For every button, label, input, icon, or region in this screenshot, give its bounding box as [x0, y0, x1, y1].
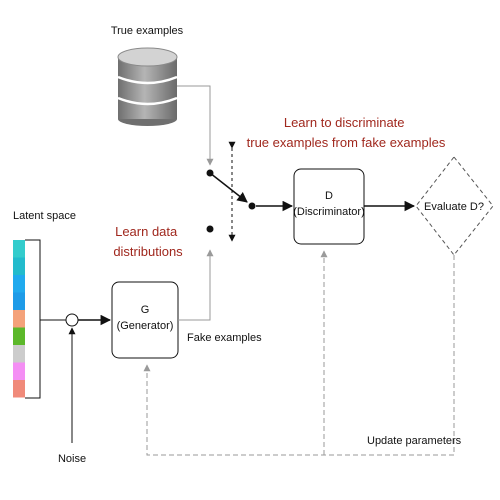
true-examples-label: True examples: [111, 25, 184, 37]
discriminator-subtitle: (Discriminator): [293, 206, 365, 218]
noise-junction: [65, 313, 79, 327]
learn-distributions-annotation: Learn data distributions: [113, 224, 183, 259]
latent-space-label: Latent space: [13, 210, 76, 222]
latent-cell: [13, 310, 25, 328]
update-feedback-loop: [143, 255, 455, 456]
fake-examples-line: [178, 249, 214, 321]
switch-lever: [209, 172, 248, 203]
latent-cell: [13, 257, 25, 275]
latent-cell: [13, 380, 25, 398]
learn-distributions-line-2: distributions: [113, 244, 183, 259]
generator-subtitle: (Generator): [117, 320, 174, 332]
latent-cell: [13, 292, 25, 310]
latent-cell: [13, 327, 25, 345]
learn-discriminate-line-1: Learn to discriminate: [284, 115, 405, 130]
latent-space-bracket: [25, 239, 41, 399]
evaluate-label: Evaluate D?: [424, 201, 484, 213]
true-examples-line: [177, 85, 214, 166]
noise-label: Noise: [58, 453, 86, 465]
database-icon: [117, 47, 178, 126]
evaluate-decision: [415, 156, 494, 256]
latent-cell: [13, 275, 25, 293]
discriminator-title: D: [325, 190, 333, 202]
latent-cell: [13, 345, 25, 363]
switch-fake-contact: [206, 225, 214, 233]
update-parameters-label: Update parameters: [367, 435, 462, 447]
latent-cell: [13, 240, 25, 258]
latent-space-vector: [13, 240, 25, 398]
learn-distributions-line-1: Learn data: [115, 224, 178, 239]
switch-output-node: [248, 202, 256, 210]
generator-title: G: [141, 304, 150, 316]
learn-discriminate-annotation: Learn to discriminate true examples from…: [247, 115, 446, 150]
learn-discriminate-line-2: true examples from fake examples: [247, 135, 446, 150]
fake-examples-label: Fake examples: [187, 332, 262, 344]
latent-cell: [13, 362, 25, 380]
